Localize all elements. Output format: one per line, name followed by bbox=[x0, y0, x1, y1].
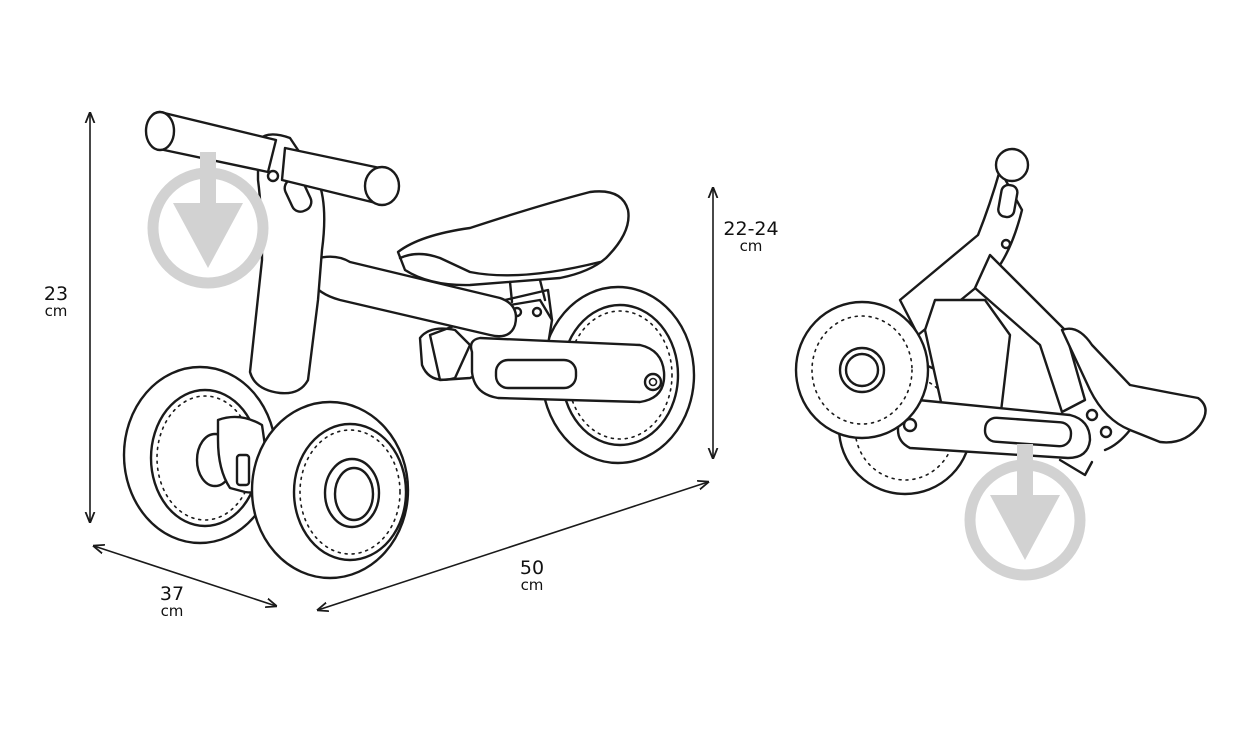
seat-height-unit: cm bbox=[740, 237, 763, 255]
main-frame bbox=[298, 255, 518, 382]
front-left-wheel bbox=[122, 365, 278, 545]
folded-seat bbox=[1060, 327, 1207, 452]
balance-bike-folded bbox=[794, 147, 1207, 496]
download-arrow-icon bbox=[964, 444, 1086, 581]
folded-upper-wheel bbox=[794, 300, 930, 440]
height-unit: cm bbox=[45, 302, 68, 320]
folded-frame bbox=[898, 147, 1087, 422]
length-unit: cm bbox=[521, 576, 544, 594]
dimension-seat-height: 22-24 cm bbox=[713, 188, 779, 458]
handlebar bbox=[144, 110, 401, 207]
seat-height-value: 22-24 bbox=[723, 218, 778, 240]
front-right-wheel bbox=[250, 400, 410, 580]
seat bbox=[396, 190, 630, 304]
dimension-width: 37 cm bbox=[94, 546, 276, 620]
length-value: 50 bbox=[520, 557, 544, 579]
height-value: 23 bbox=[44, 283, 68, 305]
width-unit: cm bbox=[161, 602, 184, 620]
dimension-length: 50 cm bbox=[318, 482, 708, 610]
download-arrow-icon bbox=[147, 152, 269, 289]
steering-column bbox=[248, 133, 326, 395]
width-value: 37 bbox=[160, 583, 184, 605]
dimension-height: 23 cm bbox=[44, 113, 90, 522]
rear-fork-arm bbox=[428, 288, 666, 404]
